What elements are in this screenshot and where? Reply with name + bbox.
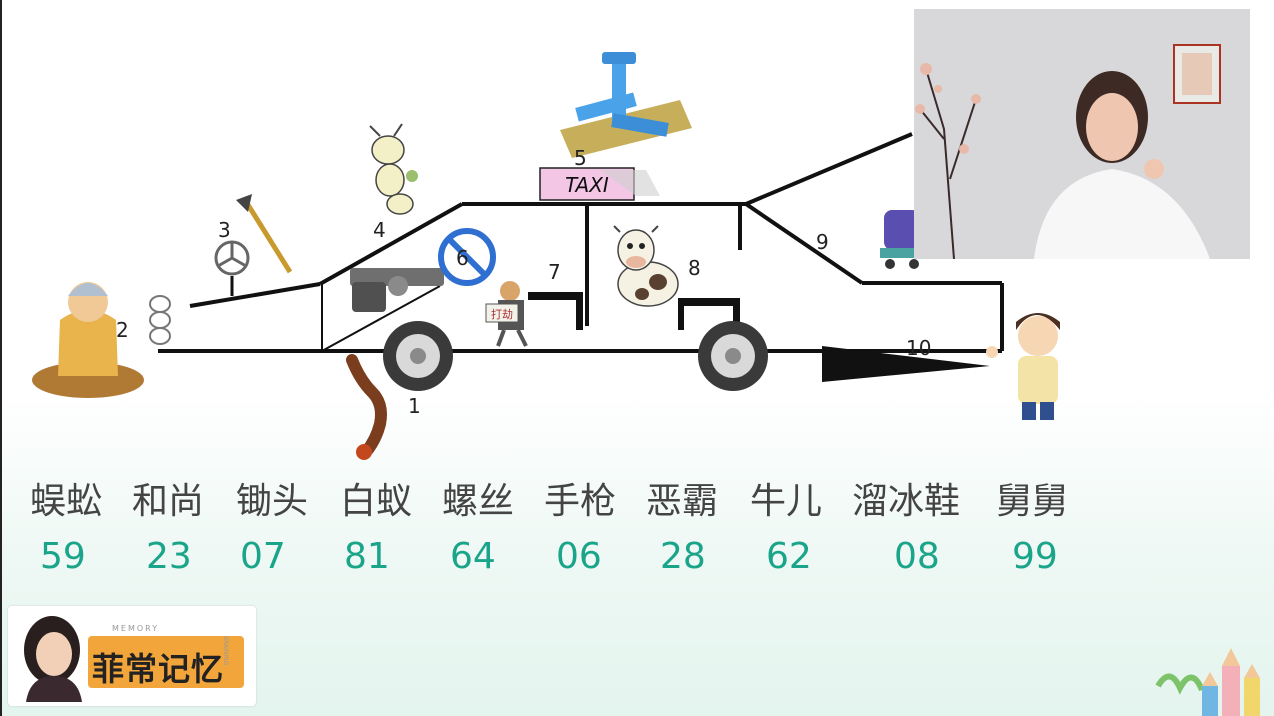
spring-icon: [149, 295, 171, 345]
boy-icon: [986, 313, 1060, 420]
number-4: 81: [344, 536, 390, 577]
number-6: 06: [556, 536, 602, 577]
word-4: 白蚁: [340, 481, 413, 522]
presenter-video: [914, 9, 1250, 259]
label-3: 3: [218, 218, 231, 242]
pencils-decoration: [1155, 648, 1260, 716]
word-3: 锄头: [236, 481, 309, 522]
exhaust-cone: [822, 346, 990, 382]
word-9: 溜冰鞋: [852, 481, 961, 522]
roller-skate-icon: [880, 210, 924, 269]
number-5: 64: [450, 536, 496, 577]
label-4: 4: [373, 218, 386, 242]
cow-icon: [613, 225, 679, 307]
presenter-illustration: [914, 9, 1250, 259]
word-10: 舅舅: [996, 481, 1069, 522]
number-8: 62: [766, 536, 812, 577]
label-9: 9: [816, 230, 829, 254]
robber-icon: 打劫: [485, 281, 528, 347]
centipede-icon: [346, 354, 387, 460]
word-row: 蜈蚣 和尚 锄头 白蚁 螺丝 手枪 恶霸 牛儿 溜冰鞋 舅舅: [0, 472, 1090, 522]
hoe-icon: [236, 194, 293, 274]
number-3: 07: [240, 536, 286, 577]
label-5: 5: [574, 146, 587, 170]
door-handle-8: [678, 298, 740, 330]
logo-caption-vertical: BRAINING: [222, 636, 229, 666]
word-5: 螺丝: [442, 481, 515, 522]
screws-icon: [560, 52, 692, 158]
taxi-sign-label: TAXI: [565, 173, 609, 197]
label-6: 6: [456, 246, 469, 270]
number-row: 59 23 07 81 64 06 28 62 08 99: [0, 536, 1090, 582]
left-border: [0, 0, 2, 716]
robber-sign-label: 打劫: [491, 307, 513, 321]
no-sign-icon: [438, 228, 496, 286]
wheel-front: [383, 321, 453, 391]
label-8: 8: [688, 256, 701, 280]
number-10: 99: [1012, 536, 1058, 577]
car-emblem-icon: [214, 240, 250, 276]
word-7: 恶霸: [646, 481, 719, 522]
word-2: 和尚: [132, 481, 205, 522]
brand-logo: MEMORY BRAINING 菲常记忆: [8, 606, 256, 706]
logo-title: 菲常记忆: [92, 650, 225, 688]
label-2: 2: [116, 318, 129, 342]
avatar-icon: [24, 616, 82, 702]
label-7: 7: [548, 260, 561, 284]
label-1: 1: [408, 394, 421, 418]
monk-icon: [32, 282, 144, 398]
label-10: 10: [906, 336, 932, 360]
number-1: 59: [40, 536, 86, 577]
word-6: 手枪: [544, 481, 617, 522]
number-2: 23: [146, 536, 192, 577]
number-9: 08: [894, 536, 940, 577]
ant-icon: [369, 123, 418, 215]
word-8: 牛儿: [750, 481, 823, 522]
door-handle-7: [528, 292, 583, 330]
word-1: 蜈蚣: [30, 481, 103, 522]
number-7: 28: [660, 536, 706, 577]
wheel-rear: [698, 321, 768, 391]
logo-caption: MEMORY: [112, 624, 160, 633]
pistol-icon: [350, 268, 444, 312]
